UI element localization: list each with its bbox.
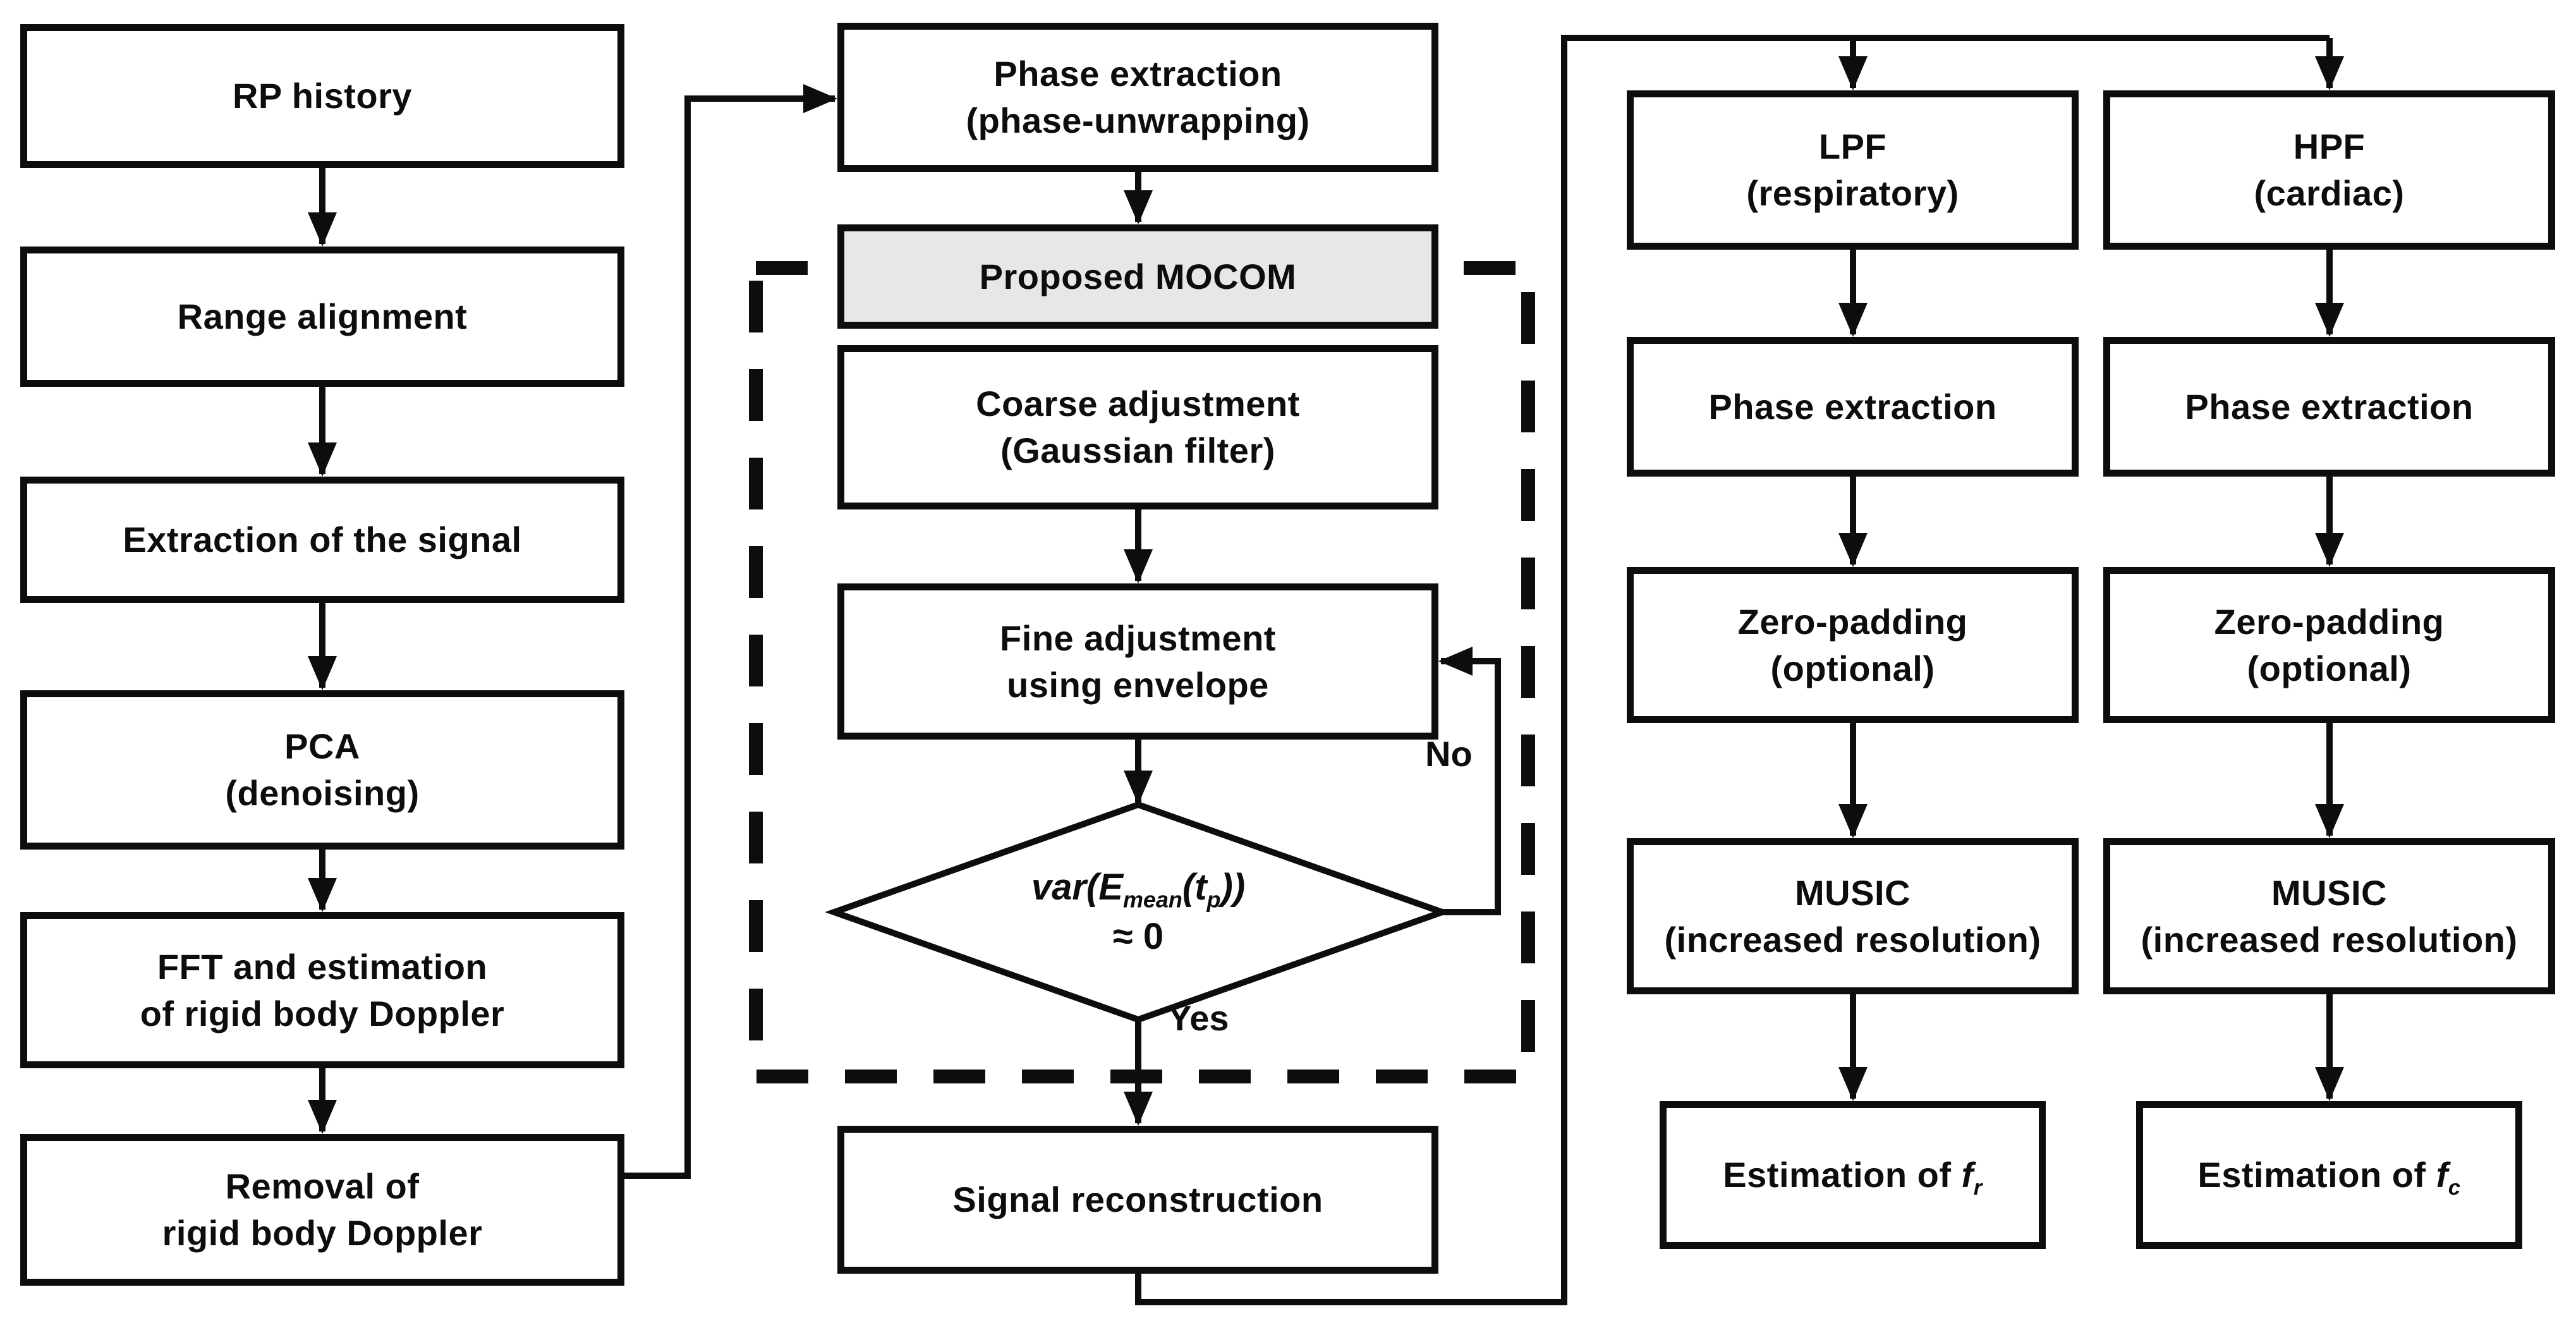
node-estimation-fr: Estimation of fr [1660,1101,2046,1249]
node-estimation-fc: Estimation of fc [2136,1101,2522,1249]
node-signal-reconstruction: Signal reconstruction [837,1126,1438,1274]
node-label: Phase extraction (phase-unwrapping) [966,54,1310,140]
edge-label-yes: Yes [1168,998,1229,1038]
node-label: Fine adjustment using envelope [1000,618,1276,705]
arrow-no-loop [1438,647,1501,915]
node-label: Estimation of fr [1723,1155,1983,1200]
node-extraction-of-signal: Extraction of the signal [20,477,624,603]
node-fine-adjustment: Fine adjustment using envelope [837,583,1438,740]
node-music-cardiac: MUSIC (increased resolution) [2103,838,2555,994]
node-pca-denoising: PCA (denoising) [20,690,624,850]
wire-signal-to-branches [1135,35,2330,1305]
arrow-removal-to-phase [624,84,837,1179]
node-label: Range alignment [177,296,468,337]
decision-formula: var(Emean(tp)) [1031,866,1246,913]
node-label: MUSIC (increased resolution) [2141,872,2518,960]
node-label: Extraction of the signal [123,520,522,560]
node-label: Estimation of fc [2197,1155,2461,1200]
node-label: Removal of rigid body Doppler [162,1166,483,1253]
edge-label-no: No [1425,734,1473,774]
node-label: FFT and estimation of rigid body Doppler [140,946,505,1033]
node-label: Zero-padding (optional) [1737,601,1968,688]
node-label: Proposed MOCOM [979,256,1297,296]
node-label: LPF (respiratory) [1746,126,1959,213]
node-label: Coarse adjustment (Gaussian filter) [976,384,1300,470]
node-label: RP history [232,76,413,116]
node-removal-rigid-body-doppler: Removal of rigid body Doppler [20,1134,624,1286]
node-phase-extraction-unwrapping: Phase extraction (phase-unwrapping) [837,23,1438,172]
node-label: Signal reconstruction [952,1180,1323,1220]
node-label: PCA (denoising) [225,726,420,813]
node-lpf-respiratory: LPF (respiratory) [1627,90,2079,250]
node-label: Phase extraction [1708,386,1997,427]
node-label: HPF (cardiac) [2254,126,2405,213]
node-zero-padding-cardiac: Zero-padding (optional) [2103,567,2555,723]
decision-approx-zero: ≈ 0 [1112,916,1164,957]
node-label: Zero-padding (optional) [2214,601,2445,688]
node-proposed-mocom: Proposed MOCOM [837,224,1438,329]
node-phase-extraction-respiratory: Phase extraction [1627,337,2079,477]
node-label: Phase extraction [2185,386,2474,427]
node-range-alignment: Range alignment [20,247,624,387]
node-fft-estimation: FFT and estimation of rigid body Doppler [20,912,624,1068]
decision-condition: var(Emean(tp)) ≈ 0 [898,833,1378,991]
node-coarse-adjustment: Coarse adjustment (Gaussian filter) [837,345,1438,509]
node-zero-padding-respiratory: Zero-padding (optional) [1627,567,2079,723]
node-phase-extraction-cardiac: Phase extraction [2103,337,2555,477]
node-rp-history: RP history [20,24,624,168]
node-music-respiratory: MUSIC (increased resolution) [1627,838,2079,994]
node-label: MUSIC (increased resolution) [1664,872,2041,960]
node-hpf-cardiac: HPF (cardiac) [2103,90,2555,250]
